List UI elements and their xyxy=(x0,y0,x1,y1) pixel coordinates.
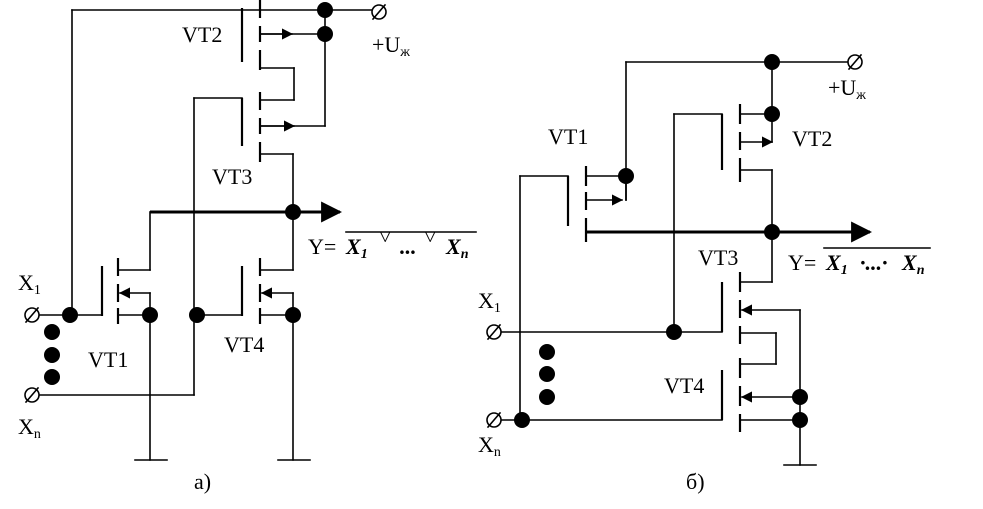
node-dot xyxy=(189,307,205,323)
node-dot xyxy=(317,2,333,18)
transistor-vt2-a xyxy=(240,0,326,70)
transistor-vt4-b xyxy=(720,358,817,466)
transistor-vt3-a xyxy=(193,67,326,213)
node-dot xyxy=(285,307,301,323)
node-dot xyxy=(62,307,78,323)
ellipsis-dot xyxy=(539,366,555,382)
output-term-x1: X1 xyxy=(345,234,368,262)
output-ellipsis: ... xyxy=(400,234,417,259)
label-vt2-a: VT2 xyxy=(182,22,222,47)
supply-rail-a xyxy=(259,2,387,127)
transistor-vt4-a xyxy=(240,258,311,461)
transistor-vt3-b xyxy=(720,272,801,466)
node-dot xyxy=(514,412,530,428)
label-xn-b: Xn xyxy=(478,432,501,460)
node-dot xyxy=(764,224,780,240)
output-ellipsis: ·...· xyxy=(860,250,888,275)
output-bus-b xyxy=(586,221,873,243)
transistor-vt1-a xyxy=(100,258,168,461)
label-vt4-a: VT4 xyxy=(224,332,264,357)
label-supply-a: +Uж xyxy=(372,32,410,60)
ellipsis-dot xyxy=(539,344,555,360)
label-vt1-b: VT1 xyxy=(548,124,588,149)
operator-or: ˅ xyxy=(424,224,436,249)
output-term-xn: Xn xyxy=(901,250,925,278)
output-bus-a xyxy=(149,201,343,271)
caption-a: а) xyxy=(194,469,211,494)
label-x1-a: X1 xyxy=(18,270,41,298)
output-prefix: Y= xyxy=(308,234,336,259)
label-vt3-a: VT3 xyxy=(212,164,252,189)
label-xn-a: Xn xyxy=(18,414,41,442)
transistor-vt1-b xyxy=(519,166,634,242)
node-dot xyxy=(792,412,808,428)
output-prefix: Y= xyxy=(788,250,816,275)
output-expression-a: Y= X1 ˅ ... ˅ Xn xyxy=(308,224,477,262)
inputs-a xyxy=(24,9,261,404)
transistor-vt2-b xyxy=(673,104,780,283)
operator-or: ˅ xyxy=(379,224,391,249)
node-dot xyxy=(792,389,808,405)
label-vt2-b: VT2 xyxy=(792,126,832,151)
node-dot xyxy=(142,307,158,323)
output-term-x1: X1 xyxy=(825,250,848,278)
ellipsis-dot xyxy=(44,324,60,340)
label-supply-b: +Uж xyxy=(828,75,866,103)
ellipsis-dot xyxy=(539,389,555,405)
output-expression-b: Y= X1 ·...· Xn xyxy=(788,247,931,278)
label-vt1-a: VT1 xyxy=(88,347,128,372)
diagram-b: VT1 VT2 VT3 VT4 +Uж X1 Xn Y= X1 ·...· Xn… xyxy=(478,53,931,494)
output-term-xn: Xn xyxy=(445,234,469,262)
node-dot xyxy=(666,324,682,340)
label-vt3-b: VT3 xyxy=(698,245,738,270)
ellipsis-dot xyxy=(44,369,60,385)
ellipsis-dot xyxy=(44,347,60,363)
inputs-b xyxy=(486,113,723,429)
label-vt4-b: VT4 xyxy=(664,373,704,398)
label-x1-b: X1 xyxy=(478,288,501,316)
node-dot xyxy=(764,106,780,122)
caption-b: б) xyxy=(686,469,705,494)
diagram-a: VT2 VT3 VT1 VT4 +Uж X1 Xn Y= X1 ˅ ... ˅ … xyxy=(18,0,477,494)
